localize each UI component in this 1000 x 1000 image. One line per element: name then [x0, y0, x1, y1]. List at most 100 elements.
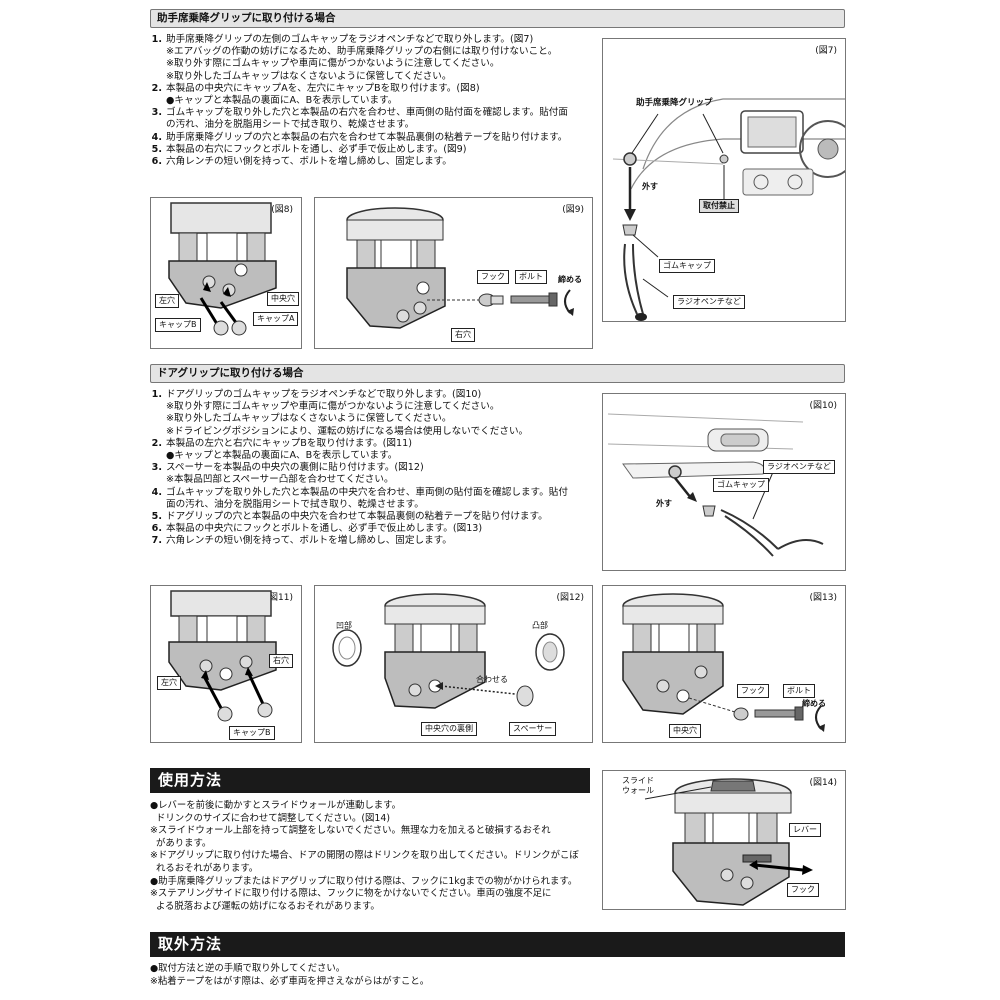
- step-number: 3.: [151, 107, 162, 119]
- figure-9: (図9) フック ボルト 締める 右穴: [314, 197, 593, 349]
- step-text: ゴムキャップを取り外した穴と本製品の右穴を合わせ、車両側の貼付面を確認します。貼…: [166, 107, 568, 131]
- figure-13-label: (図13): [809, 593, 837, 603]
- figure-10-label: (図10): [809, 401, 837, 411]
- step-number: 5.: [151, 511, 162, 523]
- fig9-hook-label: フック: [477, 270, 509, 284]
- step-text: 助手席乗降グリップの穴と本製品の右穴を合わせて本製品裏側の粘着テープを貼り付けま…: [166, 131, 568, 143]
- usage-line: ※ステアリングサイドに取り付ける際は、フックに物をかけないでください。車両の強度…: [150, 888, 552, 900]
- fig13-center-hole-label: 中央穴: [669, 724, 701, 738]
- step-item: 6. 六角レンチの短い側を持って、ボルトを増し締めし、固定します。: [150, 156, 595, 168]
- section1-title: 助手席乗降グリップに取り付ける場合: [150, 9, 845, 28]
- fig9-right-hole-label: 右穴: [451, 328, 475, 342]
- step-text: 六角レンチの短い側を持って、ボルトを増し締めし、固定します。: [166, 156, 452, 168]
- fig8-center-hole-label: 中央穴: [267, 292, 299, 306]
- removal-text: ●取付方法と逆の手順で取り外してください。※粘着テープをはがす際は、必ず車両を押…: [150, 963, 429, 988]
- removal-line: ※粘着テープをはがす際は、必ず車両を押さえながらはがすこと。: [150, 975, 430, 987]
- figure-12-label: (図12): [556, 593, 584, 603]
- step-number: 4.: [151, 131, 162, 143]
- fig13-tighten-label: 締める: [802, 699, 826, 708]
- usage-line: ドリンクのサイズに合わせて調整してください。(図14): [150, 812, 390, 824]
- fig14-lever-label: レバー: [789, 823, 821, 837]
- step-text: ドアグリップの穴と本製品の中央穴を合わせて本製品裏側の粘着テープを貼り付けます。: [166, 511, 548, 523]
- usage-line: ●レバーを前後に動かすとスライドウォールが連動します。: [150, 800, 401, 811]
- section2-steps: 1.ドアグリップのゴムキャップをラジオペンチなどで取り外します。(図10)※取り…: [150, 389, 595, 548]
- fig9-tighten-label: 締める: [558, 275, 582, 284]
- figure-11-label: (図11): [265, 593, 293, 603]
- step-item: 1.助手席乗降グリップの左側のゴムキャップをラジオペンチなどで取り外します。(図…: [150, 34, 595, 46]
- figure-13-drawing: [622, 593, 825, 732]
- fig10-pliers-label: ラジオペンチなど: [763, 460, 835, 474]
- fig13-hook-label: フック: [737, 684, 769, 698]
- figure-8: (図8) 左穴 中央穴 キャップB キャップA: [150, 197, 302, 349]
- step-item: 4. 助手席乗降グリップの穴と本製品の右穴を合わせて本製品裏側の粘着テープを貼り付…: [150, 132, 595, 144]
- fig11-left-hole-label: 左穴: [157, 676, 181, 690]
- usage-line: があります。: [150, 837, 212, 849]
- usage-title: 使用方法: [150, 768, 590, 793]
- figure-7: (図7) 助手席乗降グリップ 外す 取付禁止 ゴムキャップ ラジオペンチなど: [602, 38, 846, 322]
- usage-line: ※スライドウォール上部を持って調整をしないでください。無理な力を加えると破損する…: [150, 825, 551, 837]
- step-note: ※取り外す際にゴムキャップや車両に傷がつかないように注意してください。: [166, 401, 500, 413]
- figure-10: (図10) ラジオペンチなど ゴムキャップ 外す: [602, 393, 846, 571]
- fig8-cap-a-label: キャップA: [253, 312, 299, 326]
- step-note: ※本製品凹部とスペーサー凸部を合わせてください。: [166, 474, 394, 486]
- step-note: ●キャップと本製品の裏面にA、Bを表示しています。: [166, 95, 398, 107]
- step-item: 7. 六角レンチの短い側を持って、ボルトを増し締めし、固定します。: [150, 535, 595, 547]
- step-note: ※エアバッグの作動の妨げになるため、助手席乗降グリップの右側には取り付けないこと…: [166, 46, 558, 58]
- fig8-cap-b-label: キャップB: [155, 318, 201, 332]
- figure-13: (図13) フック ボルト 締める 中央穴: [602, 585, 846, 743]
- figure-11: (図11) 右穴 左穴 キャップB: [150, 585, 302, 743]
- step-number: 6.: [151, 156, 162, 168]
- step-text: 六角レンチの短い側を持って、ボルトを増し締めし、固定します。: [166, 535, 452, 547]
- step-text: 助手席乗降グリップの左側のゴムキャップをラジオペンチなどで取り外します。(図7): [166, 34, 534, 45]
- step-item: 6.本製品の中央穴にフックとボルトを通し、必ず手で仮止めします。(図13): [150, 523, 595, 535]
- step-item: 4.ゴムキャップを取り外した穴と本製品の中央穴を合わせ、車両側の貼付面を確認しま…: [150, 487, 595, 511]
- step-text: スペーサーを本製品の中央穴の裏側に貼り付けます。(図12): [166, 462, 424, 474]
- fig10-cap-label: ゴムキャップ: [713, 478, 769, 492]
- figure-14: (図14) スライド ウォール レバー フック: [602, 770, 846, 910]
- step-number: 2.: [151, 437, 162, 449]
- step-item: 3. ゴムキャップを取り外した穴と本製品の右穴を合わせ、車両側の貼付面を確認します…: [150, 107, 595, 131]
- figure-12-drawing: [332, 593, 565, 709]
- fig12-back-center-label: 中央穴の裏側: [421, 722, 477, 736]
- figure-8-label: (図8): [271, 205, 293, 215]
- fig11-cap-b-label: キャップB: [229, 726, 275, 740]
- fig7-pliers-label: ラジオペンチなど: [673, 295, 745, 309]
- step-item: 5.本製品の右穴にフックとボルトを通し、必ず手で仮止めします。(図9): [150, 144, 595, 156]
- usage-line: よる脱落および運転の妨げになるおそれがあります。: [150, 900, 380, 912]
- figure-8-drawing: [168, 202, 277, 336]
- step-note: ※ドライビングポジションにより、運転の妨げになる場合は使用しないでください。: [166, 425, 529, 437]
- step-text: ドアグリップのゴムキャップをラジオペンチなどで取り外します。(図10): [166, 389, 482, 400]
- step-note: ●キャップと本製品の裏面にA、Bを表示しています。: [166, 450, 398, 462]
- step-note: ※取り外す際にゴムキャップや車両に傷がつかないように注意してください。: [166, 58, 500, 70]
- removal-title: 取外方法: [150, 932, 845, 957]
- figure-9-label: (図9): [562, 205, 584, 215]
- fig10-remove-label: 外す: [656, 499, 672, 508]
- figure-14-drawing: [644, 778, 813, 906]
- figure-12: (図12) 凹部 凸部 合わせる 中央穴の裏側 スペーサー: [314, 585, 593, 743]
- step-number: 3.: [151, 462, 162, 474]
- step-text: 本製品の中央穴にキャップAを、左穴にキャップBを取り付けます。(図8): [166, 82, 480, 94]
- step-text: 本製品の左穴と右穴にキャップBを取り付けます。(図11): [166, 437, 412, 449]
- step-number: 2.: [151, 82, 162, 94]
- figure-14-label: (図14): [809, 778, 837, 788]
- figure-11-drawing: [168, 590, 277, 722]
- step-text: 本製品の右穴にフックとボルトを通し、必ず手で仮止めします。(図9): [166, 143, 467, 155]
- fig7-prohibited-label: 取付禁止: [699, 199, 739, 213]
- fig9-bolt-label: ボルト: [515, 270, 547, 284]
- fig14-hook-label: フック: [787, 883, 819, 897]
- usage-text: ●レバーを前後に動かすとスライドウォールが連動します。 ドリンクのサイズに合わせ…: [150, 800, 590, 913]
- fig7-cap-label: ゴムキャップ: [659, 259, 715, 273]
- figure-7-label: (図7): [815, 46, 837, 56]
- step-item: 3. スペーサーを本製品の中央穴の裏側に貼り付けます。(図12): [150, 462, 595, 474]
- step-item: 5. ドアグリップの穴と本製品の中央穴を合わせて本製品裏側の粘着テープを貼り付けま…: [150, 511, 595, 523]
- step-text: 本製品の中央穴にフックとボルトを通し、必ず手で仮止めします。(図13): [166, 523, 483, 535]
- fig11-right-hole-label: 右穴: [269, 654, 293, 668]
- fig12-spacer-label: スペーサー: [509, 722, 557, 736]
- step-number: 7.: [151, 535, 162, 547]
- usage-line: れるおそれがあります。: [150, 862, 259, 874]
- fig12-recess-label: 凹部: [336, 621, 352, 630]
- fig14-slide-wall-label: スライド ウォール: [622, 776, 654, 795]
- figure-9-drawing: [346, 207, 574, 329]
- section2-title: ドアグリップに取り付ける場合: [150, 364, 845, 383]
- removal-line: ●取付方法と逆の手順で取り外してください。: [150, 963, 346, 974]
